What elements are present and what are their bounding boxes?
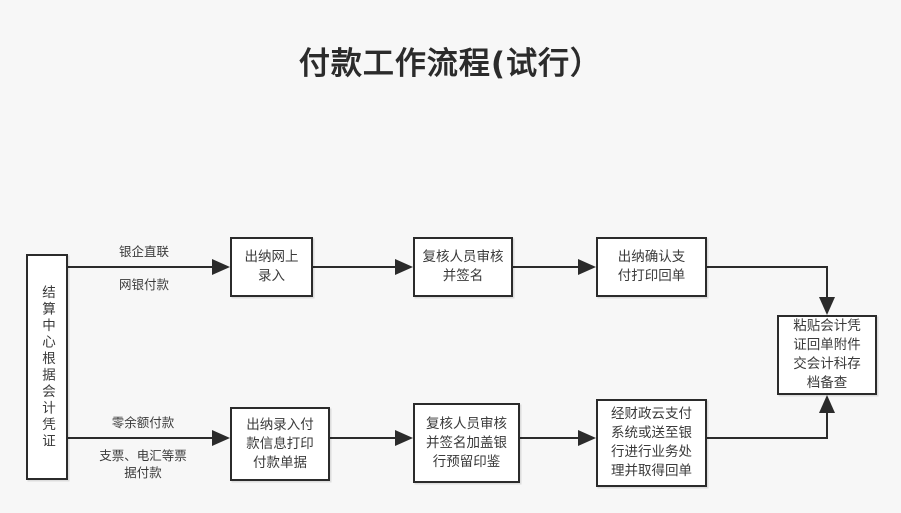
arrowhead-top-branch: [212, 259, 230, 275]
arrowhead-top-2-3: [578, 259, 596, 275]
node-cashier-confirm-print-receipt[interactable]: 出纳确认支 付打印回单: [596, 237, 707, 297]
arrowhead-terminal-bottom: [819, 395, 835, 413]
node-reviewer-check-sign[interactable]: 复核人员审核 并签名: [413, 237, 513, 297]
edge-label-bottom-above: 零余额付款: [111, 415, 175, 430]
arrowhead-terminal-top: [819, 297, 835, 315]
node-reviewer-check-sign-seal-label: 复核人员审核 并签名加盖银 行预留印鉴: [426, 415, 507, 470]
edge-bottom-3-terminal: [707, 413, 828, 439]
page-title: 付款工作流程(试行）: [298, 46, 603, 82]
node-cashier-entry-print-voucher[interactable]: 出纳录入付 款信息打印 付款单据: [230, 407, 330, 481]
edge-label-bottom-below: 支票、电汇等票 据付款: [99, 448, 187, 480]
arrowhead-top-1-2: [395, 259, 413, 275]
node-reviewer-check-sign-label: 复核人员审核 并签名: [422, 249, 504, 284]
arrowhead-bottom-branch: [212, 430, 230, 446]
node-settlement-center[interactable]: 结算中心根据会计凭证: [26, 254, 68, 480]
node-finance-cloud-or-bank-label: 经财政云支付 系统或送至银 行进行业务处 理并取得回单: [611, 406, 692, 479]
node-attach-archive-label: 粘贴会计凭 证回单附件 交会计科存 档备查: [793, 318, 861, 391]
node-cashier-entry-print-voucher-label: 出纳录入付 款信息打印 付款单据: [246, 416, 314, 471]
edge-label-top-above: 银企直联: [118, 244, 169, 259]
arrowhead-bottom-2-3: [578, 430, 596, 446]
node-settlement-center-label: 结算中心根据会计凭证: [39, 284, 55, 450]
node-cashier-online-entry-label: 出纳网上 录入: [244, 249, 299, 284]
node-reviewer-check-sign-seal[interactable]: 复核人员审核 并签名加盖银 行预留印鉴: [413, 403, 520, 483]
edge-label-top-below: 网银付款: [118, 277, 169, 292]
node-finance-cloud-or-bank[interactable]: 经财政云支付 系统或送至银 行进行业务处 理并取得回单: [596, 399, 707, 487]
node-cashier-confirm-print-receipt-label: 出纳确认支 付打印回单: [617, 249, 686, 284]
node-attach-archive[interactable]: 粘贴会计凭 证回单附件 交会计科存 档备查: [777, 315, 877, 395]
edge-top-3-terminal: [707, 266, 828, 297]
node-cashier-online-entry[interactable]: 出纳网上 录入: [230, 237, 313, 297]
arrowhead-bottom-1-2: [395, 430, 413, 446]
